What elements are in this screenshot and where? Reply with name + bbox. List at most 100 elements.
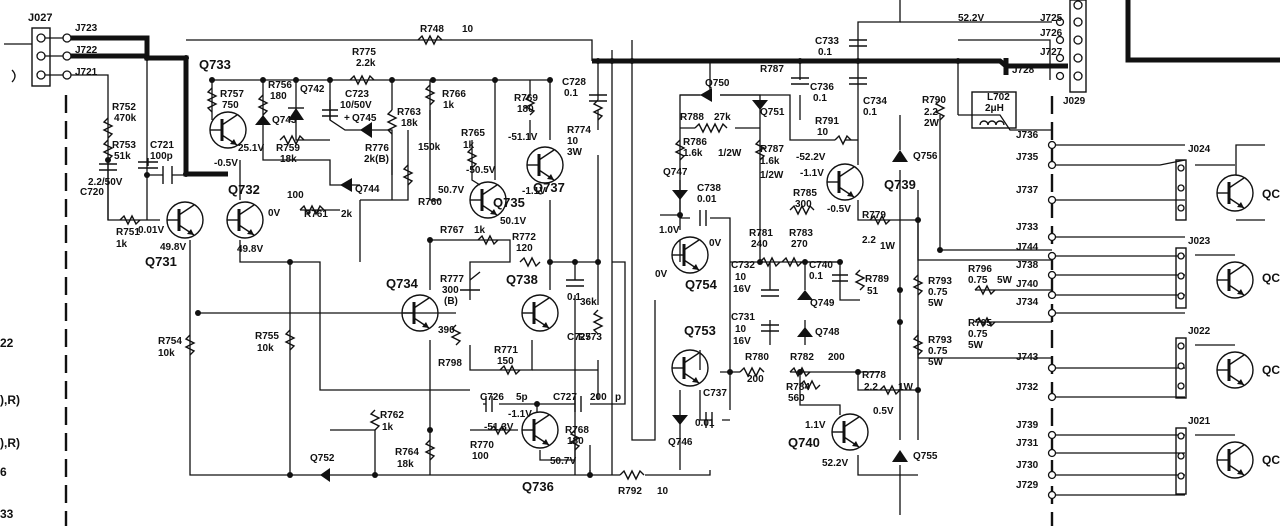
component-label: 52.2V: [958, 13, 984, 24]
component-label: 0.01V: [138, 225, 164, 236]
component-label: 0.01: [697, 194, 717, 205]
component-label: Q732: [228, 182, 260, 197]
component-label: 200: [828, 352, 845, 363]
component-label: Q756: [913, 151, 938, 162]
component-label: ),R): [0, 436, 20, 450]
component-label: R766: [442, 89, 466, 100]
component-label: 240: [751, 239, 768, 250]
component-label: R759: [276, 143, 300, 154]
component-label: C721: [150, 140, 174, 151]
component-label: QC: [1262, 187, 1280, 201]
component-label: 10: [817, 127, 829, 138]
component-label: R790: [922, 95, 946, 106]
component-label: 0.1: [813, 93, 827, 104]
component-label: J738: [1016, 260, 1039, 271]
component-label: R763: [397, 107, 421, 118]
component-label: 6: [0, 465, 7, 479]
component-label: J740: [1016, 279, 1039, 290]
component-label: R780: [745, 352, 769, 363]
component-label: 1/2W: [718, 148, 742, 159]
component-label: 10: [735, 324, 747, 335]
component-label: 1k: [474, 225, 486, 236]
component-label: R775: [352, 47, 376, 58]
component-label: R751: [116, 227, 140, 238]
component-label: Q742: [300, 84, 325, 95]
component-label: 5W: [928, 357, 944, 368]
component-label: J027: [28, 12, 52, 24]
component-label: R757: [220, 89, 244, 100]
connector-j029: [1055, 0, 1087, 93]
component-label: C720: [80, 187, 104, 198]
component-label: R769: [514, 93, 538, 104]
component-label: R768: [565, 425, 589, 436]
component-label: -52.2V: [796, 152, 826, 163]
component-label: R756: [268, 80, 292, 91]
component-label: 1.1V: [805, 420, 826, 431]
component-label: 18k: [397, 459, 414, 470]
component-label: 25.1V: [238, 143, 264, 154]
component-label: J730: [1016, 460, 1039, 471]
component-label: Q755: [913, 451, 938, 462]
component-label: ),R): [0, 393, 20, 407]
component-label: 0V: [655, 269, 668, 280]
component-label: 5W: [928, 298, 944, 309]
component-label: C738: [697, 183, 721, 194]
component-label: 0.75: [968, 275, 988, 286]
component-label: 750: [222, 100, 239, 111]
component-label: R778: [862, 370, 886, 381]
component-label: 2.2: [862, 235, 876, 246]
component-label: 1/2W: [760, 170, 784, 181]
junction-dots: [105, 55, 961, 478]
component-label: 0.1: [809, 271, 823, 282]
component-label: C737: [703, 388, 727, 399]
component-label: -1.1V: [508, 409, 532, 420]
component-label: 100: [472, 451, 489, 462]
component-label: 50.7V: [438, 185, 464, 196]
jack-terminals: [1047, 140, 1057, 500]
component-label: Q731: [145, 254, 177, 269]
component-label: J729: [1016, 480, 1039, 491]
component-label: J721: [75, 67, 98, 78]
capacitors: [99, 39, 867, 428]
component-label: J743: [1016, 352, 1039, 363]
component-label: J723: [75, 23, 98, 34]
component-label: 180: [567, 436, 584, 447]
component-label: J734: [1016, 297, 1039, 308]
component-label: 2k(B): [364, 154, 389, 165]
connector-j027: [4, 27, 72, 87]
component-label: -51.1V: [508, 132, 538, 143]
component-label: 5W: [997, 275, 1013, 286]
component-label: J021: [1188, 416, 1211, 427]
component-label: R793: [928, 276, 952, 287]
component-label: 0.5V: [873, 406, 894, 417]
component-label: J735: [1016, 152, 1039, 163]
component-label: 100: [287, 190, 304, 201]
component-label: R772: [512, 232, 536, 243]
component-label: 22: [0, 336, 14, 350]
component-label: C732: [731, 260, 755, 271]
component-label: 150k: [418, 142, 441, 153]
component-label: C733: [815, 36, 839, 47]
component-label: Q752: [310, 453, 335, 464]
component-label: 51k: [114, 151, 131, 162]
component-label: 18k: [280, 154, 297, 165]
component-label: J728: [1012, 65, 1035, 76]
component-label: R774: [567, 125, 591, 136]
component-label: Q748: [815, 327, 840, 338]
component-label: R754: [158, 336, 182, 347]
component-label: QC: [1262, 453, 1280, 467]
component-label: 300: [795, 199, 812, 210]
component-label: 300: [442, 285, 459, 296]
component-label: J022: [1188, 326, 1211, 337]
component-label: 100p: [150, 151, 173, 162]
component-label: J732: [1016, 382, 1039, 393]
component-label: 10: [462, 24, 474, 35]
component-label: R795: [968, 318, 992, 329]
component-label: 2W: [924, 118, 940, 129]
component-label: 5p: [516, 392, 528, 403]
component-label: 16V: [733, 284, 751, 295]
inductor-l702: [979, 120, 1005, 126]
component-label: Q754: [685, 277, 718, 292]
